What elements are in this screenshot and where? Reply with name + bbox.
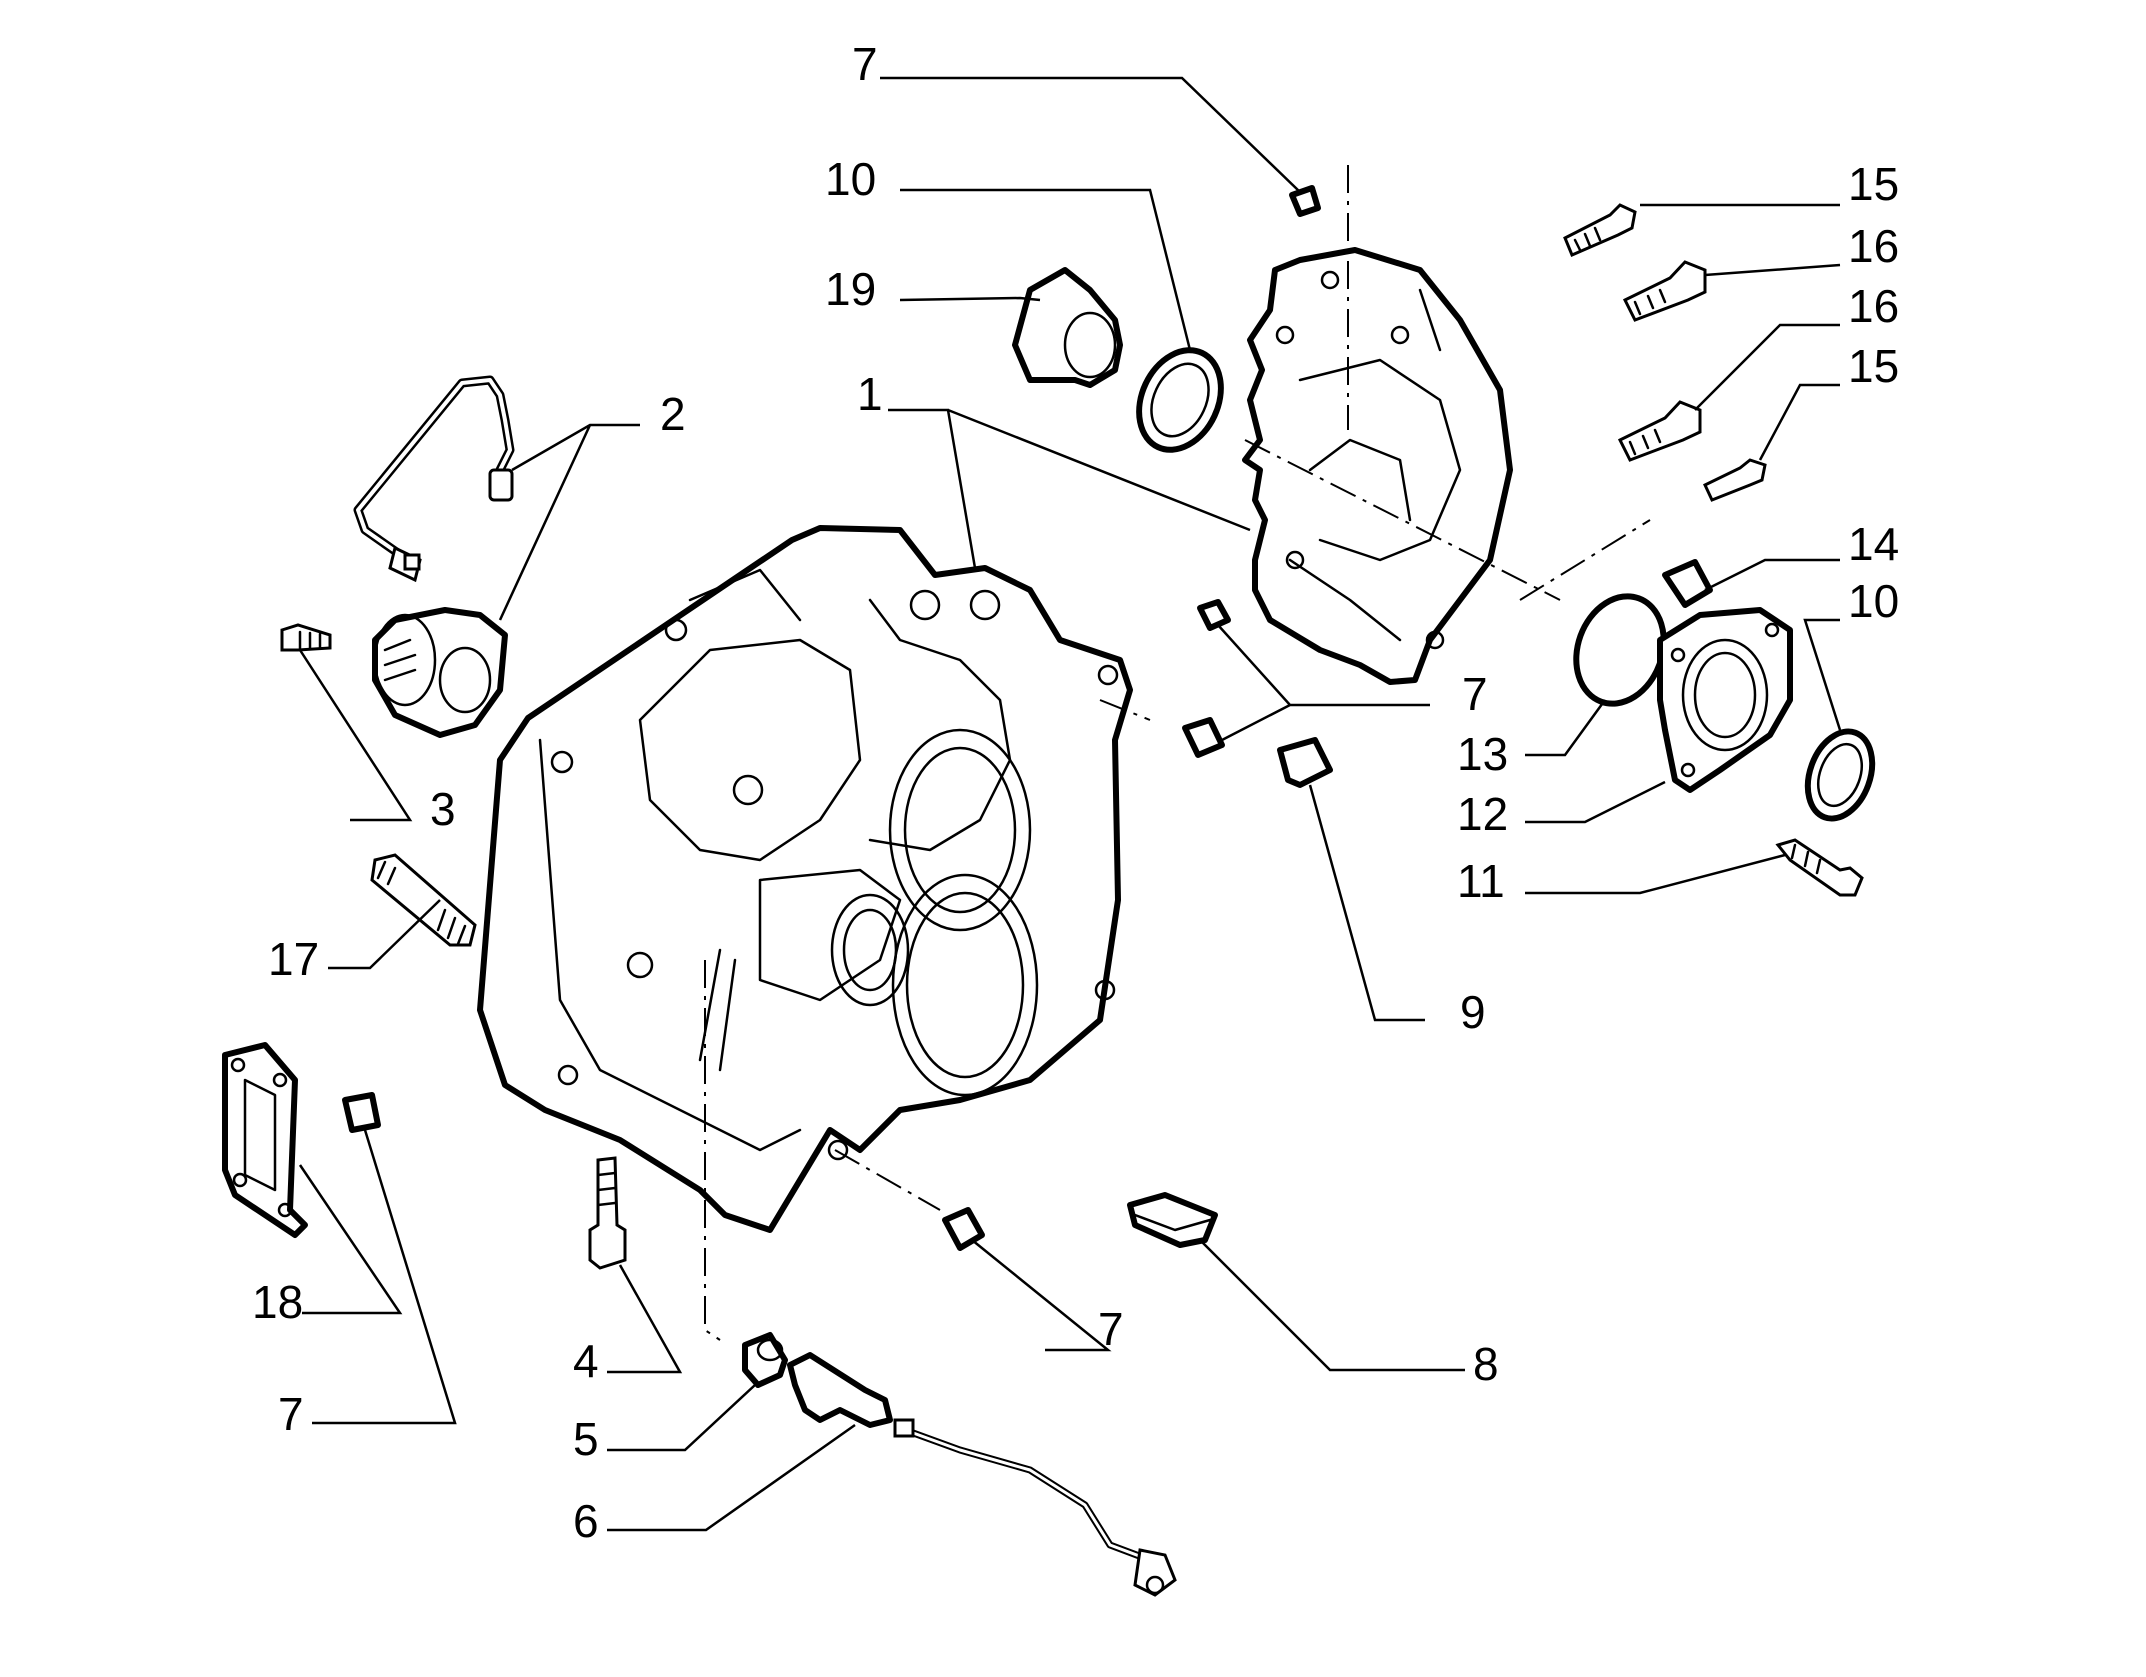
leader-14 <box>1704 558 1840 592</box>
plug-7-bottom-center[interactable] <box>942 1207 985 1251</box>
clutch-slave-cylinder[interactable] <box>372 607 508 738</box>
leader-lines <box>298 76 1842 1532</box>
callout-2: 2 <box>660 388 686 440</box>
bolt-3[interactable] <box>280 623 332 652</box>
callout-1: 1 <box>857 368 883 420</box>
plug-14[interactable] <box>1662 559 1713 608</box>
bolt-11[interactable] <box>1775 838 1864 897</box>
leader-18 <box>298 1164 403 1315</box>
plug-7-rear-cover[interactable] <box>1197 599 1231 631</box>
plug-7-bottom-left[interactable] <box>342 1092 381 1133</box>
plug-7-middle[interactable] <box>1182 717 1225 758</box>
leader-7-bottom-left <box>312 1129 457 1425</box>
sensor-6[interactable] <box>787 1352 1177 1597</box>
callout-7-bottom-center: 7 <box>1098 1303 1124 1355</box>
transmission-housing[interactable] <box>477 525 1133 1233</box>
pad-8[interactable] <box>1127 1192 1218 1248</box>
callout-labels: 7 10 19 1 2 15 16 16 15 14 10 7 13 12 11… <box>252 38 1899 1547</box>
callout-14: 14 <box>1848 518 1899 570</box>
cover-plate-18[interactable] <box>222 1042 308 1238</box>
assembly-axes <box>704 165 1651 1341</box>
leader-4 <box>607 1264 683 1374</box>
rear-cover[interactable] <box>1242 247 1513 685</box>
callout-12: 12 <box>1457 788 1508 840</box>
leader-17 <box>328 899 441 970</box>
bolt-15-lower[interactable] <box>1703 458 1767 502</box>
hydraulic-pipe[interactable] <box>353 375 515 583</box>
leader-19 <box>899 296 1041 302</box>
leader-16-lower <box>1694 323 1840 411</box>
leader-10-right <box>1803 618 1842 731</box>
bushing-5[interactable] <box>742 1332 788 1388</box>
leader-2 <box>498 423 640 621</box>
callout-16-upper: 16 <box>1848 220 1899 272</box>
callout-16-lower: 16 <box>1848 280 1899 332</box>
leader-7-bottom-center <box>971 1239 1112 1352</box>
callout-7-top: 7 <box>852 38 878 90</box>
callout-18: 18 <box>252 1276 303 1328</box>
callout-9: 9 <box>1460 986 1486 1038</box>
pad-9[interactable] <box>1277 737 1333 788</box>
callout-5: 5 <box>573 1413 599 1465</box>
seal-10-upper[interactable] <box>1124 337 1237 463</box>
callout-7-right: 7 <box>1462 668 1488 720</box>
leader-1 <box>888 408 1251 569</box>
callout-7-bottom-left: 7 <box>278 1388 304 1440</box>
leader-13 <box>1525 699 1607 757</box>
leader-5 <box>607 1384 756 1452</box>
plug-7-top[interactable] <box>1289 185 1321 217</box>
bolt-16-upper[interactable] <box>1622 260 1707 322</box>
callout-10-upper: 10 <box>825 153 876 205</box>
leader-7-top <box>880 76 1301 193</box>
callout-10-right: 10 <box>1848 575 1899 627</box>
callout-17: 17 <box>268 933 319 985</box>
bolt-4[interactable] <box>588 1156 627 1270</box>
callout-3: 3 <box>430 783 456 835</box>
stud-17[interactable] <box>370 853 477 947</box>
callout-19: 19 <box>825 263 876 315</box>
seal-10-right[interactable] <box>1796 722 1883 827</box>
leader-9 <box>1308 784 1425 1022</box>
bolt-15-upper[interactable] <box>1563 203 1637 257</box>
leader-10-upper <box>900 188 1192 351</box>
callout-8: 8 <box>1473 1338 1499 1390</box>
callout-4: 4 <box>573 1335 599 1387</box>
bolt-16-lower[interactable] <box>1617 400 1702 462</box>
leader-11 <box>1525 853 1786 895</box>
leader-6 <box>607 1423 856 1532</box>
callout-13: 13 <box>1457 728 1508 780</box>
leader-7-right <box>1217 624 1430 742</box>
callout-11: 11 <box>1457 855 1505 907</box>
callout-6: 6 <box>573 1495 599 1547</box>
bearing-plate-12[interactable] <box>1657 607 1793 793</box>
callout-15-lower: 15 <box>1848 340 1899 392</box>
leader-12 <box>1525 780 1666 824</box>
leader-8 <box>1199 1239 1465 1372</box>
bearing-cap-19[interactable] <box>1012 267 1123 388</box>
leader-3 <box>298 649 413 822</box>
leader-15-lower <box>1758 383 1840 461</box>
callout-15-upper: 15 <box>1848 158 1899 210</box>
leader-16-upper <box>1704 263 1841 277</box>
